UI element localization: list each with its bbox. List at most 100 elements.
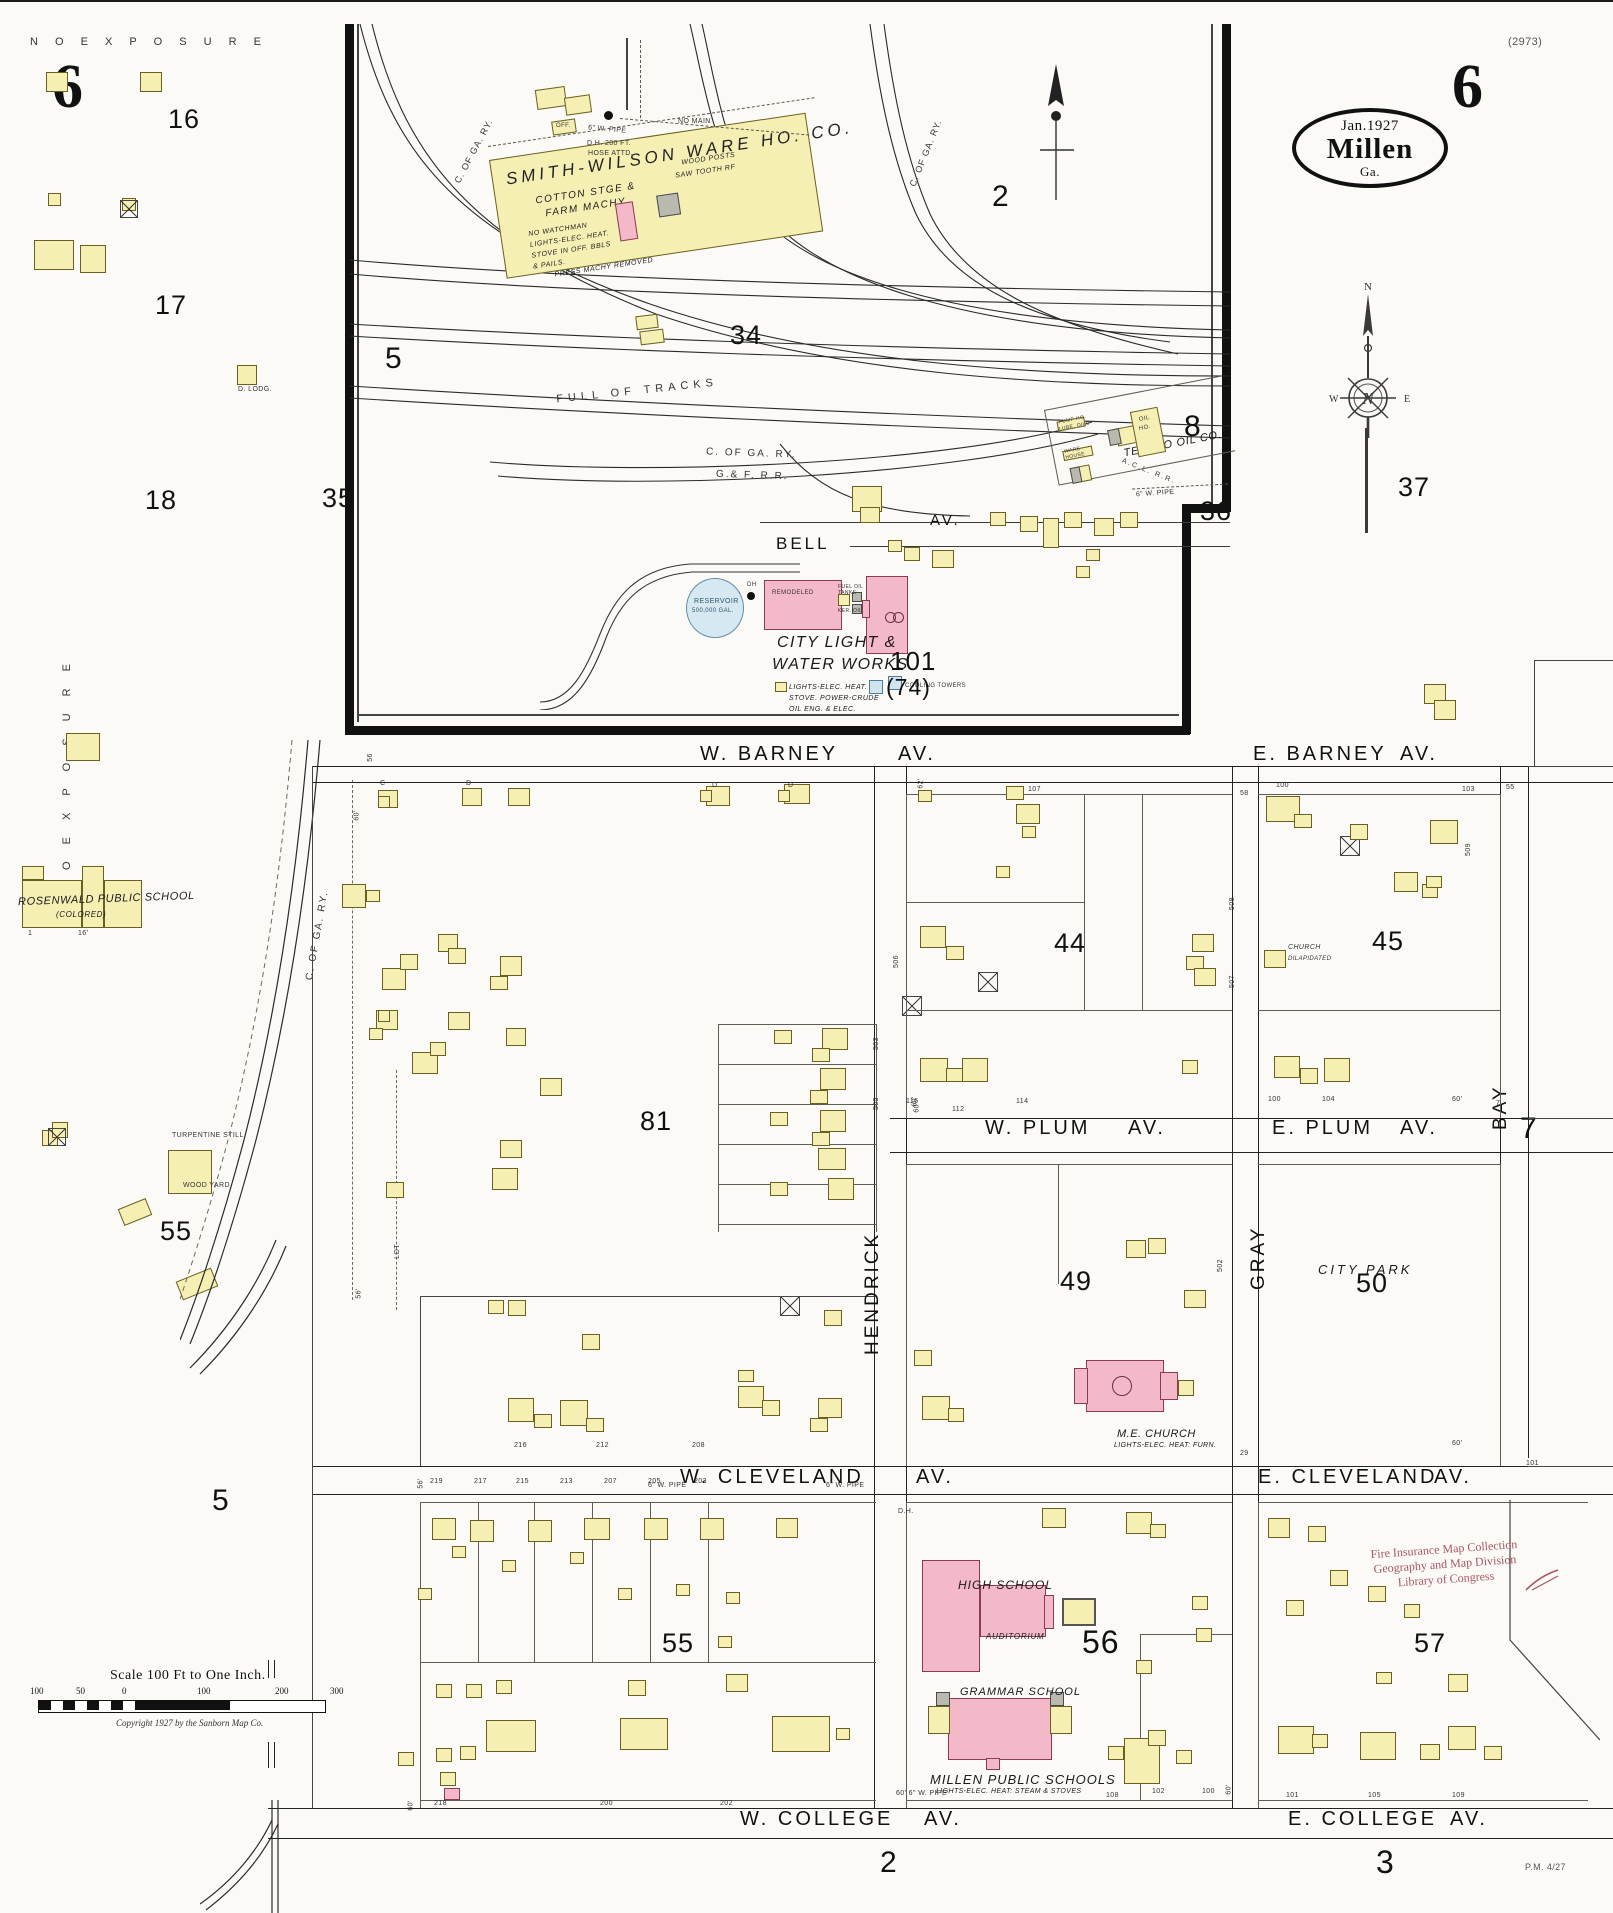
building xyxy=(620,1718,668,1750)
building xyxy=(1430,820,1458,844)
building xyxy=(1196,1628,1212,1642)
building xyxy=(1043,518,1059,548)
block-number: 36 xyxy=(1200,496,1233,526)
block-number: 16 xyxy=(168,104,201,134)
building xyxy=(774,1030,792,1044)
building xyxy=(34,240,74,270)
building xyxy=(635,313,659,331)
yard-boundary-right-lower xyxy=(1182,512,1191,734)
waterworks-note3: OIL ENG. & ELEC. xyxy=(789,706,857,713)
building xyxy=(140,72,162,92)
building xyxy=(1016,804,1040,824)
building xyxy=(836,1728,850,1740)
block-45 xyxy=(1258,782,1501,1118)
block-number: 2 xyxy=(992,180,1010,213)
building xyxy=(628,1680,646,1696)
building xyxy=(52,1122,68,1138)
grammar-school-label: GRAMMAR SCHOOL xyxy=(960,1686,1081,1698)
building xyxy=(810,1418,828,1432)
building xyxy=(1448,1674,1468,1692)
reservoir xyxy=(686,578,744,638)
building xyxy=(122,198,136,211)
cartouche-state: Ga. xyxy=(1360,163,1380,179)
hydrant-note2: HOSE ATTD. xyxy=(588,150,634,157)
building xyxy=(440,1772,456,1786)
street-w-college: W. COLLEGE xyxy=(740,1808,894,1830)
block-number: 55 xyxy=(662,1628,695,1658)
building xyxy=(920,1058,948,1082)
building xyxy=(1394,872,1418,892)
scale-tick: 300 xyxy=(330,1686,344,1696)
building xyxy=(644,1518,668,1540)
auditorium-label: AUDITORIUM xyxy=(986,1632,1045,1641)
city-park-label: CITY PARK xyxy=(1318,1262,1413,1277)
building xyxy=(962,1058,988,1082)
lot-grid-81 xyxy=(718,1024,877,1232)
church-sublabel: DILAPIDATED xyxy=(1288,956,1332,962)
building xyxy=(618,1588,632,1600)
marked-building xyxy=(120,200,138,218)
building xyxy=(770,1112,788,1126)
building xyxy=(237,365,257,385)
building xyxy=(502,1560,516,1572)
building xyxy=(1182,1060,1198,1074)
cooling-tower xyxy=(869,680,883,694)
street-w-barney: W. BARNEY xyxy=(700,743,839,765)
building xyxy=(1126,1240,1146,1258)
building xyxy=(398,1752,414,1766)
street-line xyxy=(312,1494,1613,1496)
building xyxy=(932,550,954,568)
block-55 xyxy=(420,1494,876,1808)
building xyxy=(888,540,902,552)
yard-boundary-step xyxy=(1182,504,1229,513)
building xyxy=(1278,1726,1314,1754)
building xyxy=(824,1310,842,1326)
building xyxy=(432,1518,456,1540)
building xyxy=(342,884,366,908)
me-church-apse xyxy=(1074,1368,1088,1404)
building xyxy=(500,1140,522,1158)
building xyxy=(1312,1734,1328,1748)
marked-building xyxy=(780,1296,800,1316)
building xyxy=(852,592,862,602)
dim-note: 60' xyxy=(1452,1440,1463,1447)
street-e-plum-suffix: AV. xyxy=(1400,1117,1438,1139)
block-number: 35 xyxy=(322,483,355,513)
church-label: CHURCH xyxy=(1288,944,1321,951)
building xyxy=(1192,1596,1208,1610)
street-w-barney-suffix: AV. xyxy=(898,743,936,765)
building xyxy=(448,948,466,964)
block-number: 18 xyxy=(145,485,178,515)
building xyxy=(508,1398,534,1422)
me-church-sublabel: LIGHTS-ELEC. HEAT: FURN. xyxy=(1114,1442,1217,1449)
building xyxy=(1178,1380,1194,1396)
building xyxy=(860,507,880,523)
block-number: 81 xyxy=(640,1106,673,1136)
school-wing xyxy=(928,1706,950,1734)
building xyxy=(820,1110,846,1132)
copyright-note: Copyright 1927 by the Sanborn Map Co. xyxy=(116,1718,264,1728)
block-number: 2 xyxy=(880,1846,898,1879)
building xyxy=(1420,1744,1440,1760)
block-number: 45 xyxy=(1372,926,1405,956)
building xyxy=(1042,1508,1066,1528)
street-line xyxy=(268,1838,1613,1840)
building xyxy=(818,1148,846,1170)
svg-text:W: W xyxy=(1329,394,1339,405)
building xyxy=(386,1182,404,1198)
sheet-number-right: 6 xyxy=(1452,53,1483,121)
building xyxy=(676,1584,690,1596)
dh-note: D.H. xyxy=(898,1508,914,1515)
building xyxy=(726,1674,748,1692)
block-number: (74) xyxy=(886,674,931,700)
building-wing xyxy=(862,600,870,618)
building xyxy=(1350,824,1368,840)
pipe-note-cleveland-w: 6" W. PIPE xyxy=(648,1482,687,1489)
building xyxy=(812,1132,830,1146)
building xyxy=(1094,518,1114,536)
street-line xyxy=(890,1152,1613,1154)
street-e-college-suffix: AV. xyxy=(1450,1808,1488,1830)
building xyxy=(382,968,406,990)
building xyxy=(1330,1570,1348,1586)
church-dilapidated xyxy=(1264,950,1286,968)
